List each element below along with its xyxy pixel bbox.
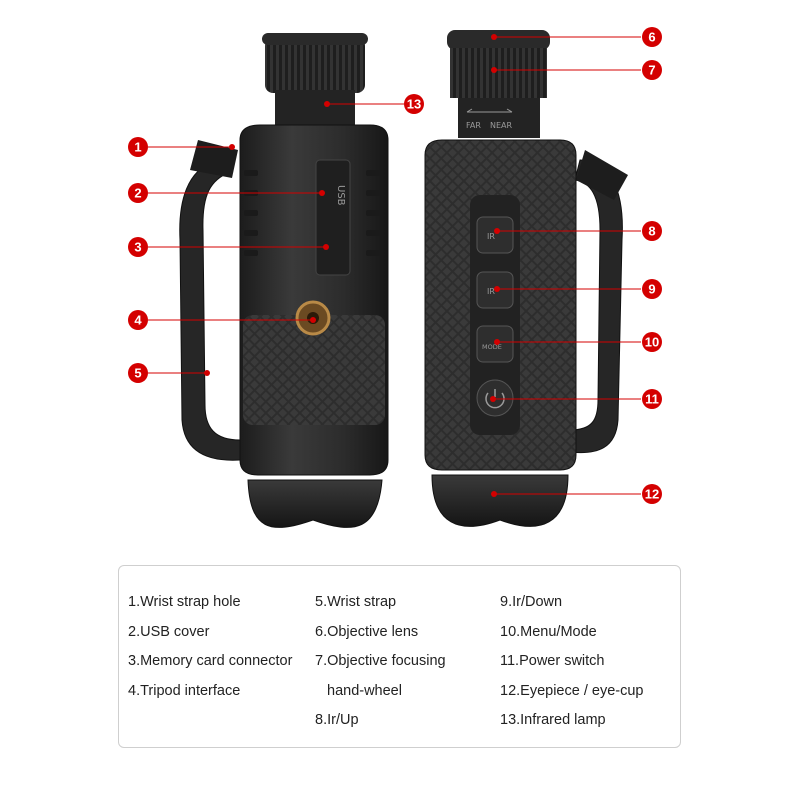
callout-badge-12: 12 [642,484,662,504]
legend-item: 1.Wrist strap hole [128,594,241,610]
left-knurl-grip [243,315,385,425]
usb-cover [315,159,351,276]
legend-item: 9.Ir/Down [500,594,563,610]
legend-column-2: 5.Wrist strap 6.Objective lens 7.Objecti… [315,588,446,736]
svg-text:9: 9 [648,282,655,297]
svg-text:6: 6 [648,30,655,45]
button-panel [470,195,520,435]
callout-badge-9: 9 [642,279,662,299]
ir-down-label: IR [487,287,495,296]
legend-item: 13.Infrared lamp [500,712,606,728]
svg-text:3: 3 [134,240,141,255]
legend-item: 10.Menu/Mode [500,623,597,640]
callout-badge-8: 8 [642,221,662,241]
far-label: FAR [466,121,481,130]
menu-mode-label: MODE [482,343,502,351]
legend-box: 1.Wrist strap hole 2.USB cover 3.Memory … [118,565,681,748]
legend-item: hand-wheel [327,682,402,699]
right-device: FAR NEAR IR IR MODE [424,30,628,527]
focus-arrow-icon [466,108,513,113]
callout-badge-1: 1 [128,137,148,157]
callout-badge-10: 10 [642,332,662,352]
usb-label: USB [335,185,346,206]
legend-item: 5.Wrist strap [315,594,397,610]
svg-text:13: 13 [407,97,421,112]
objective-lens [447,30,550,50]
leader-lines [148,36,641,495]
strap-clip [190,140,238,178]
svg-text:5: 5 [134,366,141,381]
callout-badge-5: 5 [128,363,148,383]
legend-item: 6.Objective lens [315,623,419,640]
legend-item: 11.Power switch [500,653,605,669]
legend-item: 2.USB cover [128,623,210,640]
svg-text:11: 11 [645,392,659,407]
svg-text:8: 8 [648,224,655,239]
side-ridges [244,170,382,256]
legend-column-3: 9.Ir/Down 10.Menu/Mode 11.Power switch 1… [500,588,643,736]
legend-item: 4.Tripod interface [128,682,241,699]
left-device: USB [179,33,389,528]
callout-badge-2: 2 [128,183,148,203]
svg-text:12: 12 [645,487,659,502]
legend-item: 3.Memory card connector [128,653,293,669]
right-strap-clip [576,150,628,200]
wrist-strap [179,161,241,461]
left-eye-cup [247,479,383,528]
svg-text:10: 10 [645,335,659,350]
leader-dots [204,34,500,497]
callout-badge-13: 13 [404,94,424,114]
near-label: NEAR [490,121,513,130]
svg-text:2: 2 [134,186,141,201]
ir-up-label: IR [487,232,495,241]
legend-column-1: 1.Wrist strap hole 2.USB cover 3.Memory … [128,588,292,706]
callout-badge-6: 6 [642,27,662,47]
left-eyepiece [265,38,365,93]
svg-text:1: 1 [134,140,141,155]
legend-item: 7.Objective focusing [315,653,446,669]
monocular-diagram: USB FAR NEAR IR IR MODE [128,27,662,528]
svg-text:4: 4 [134,313,142,328]
right-eye-cup [431,474,569,527]
callout-badge-4: 4 [128,310,148,330]
legend-item: 8.Ir/Up [315,712,359,728]
focus-wheel [450,48,547,98]
ir-up-button[interactable] [476,216,514,254]
callout-badge-11: 11 [642,389,662,409]
legend-item: 12.Eyepiece / eye-cup [500,682,644,699]
power-icon [485,389,505,409]
right-wrist-strap [569,159,623,454]
svg-text:7: 7 [648,63,655,78]
callout-badge-7: 7 [642,60,662,80]
callout-badge-3: 3 [128,237,148,257]
callout-badges: 1 2 3 4 5 6 7 8 9 10 11 12 13 [128,27,662,504]
